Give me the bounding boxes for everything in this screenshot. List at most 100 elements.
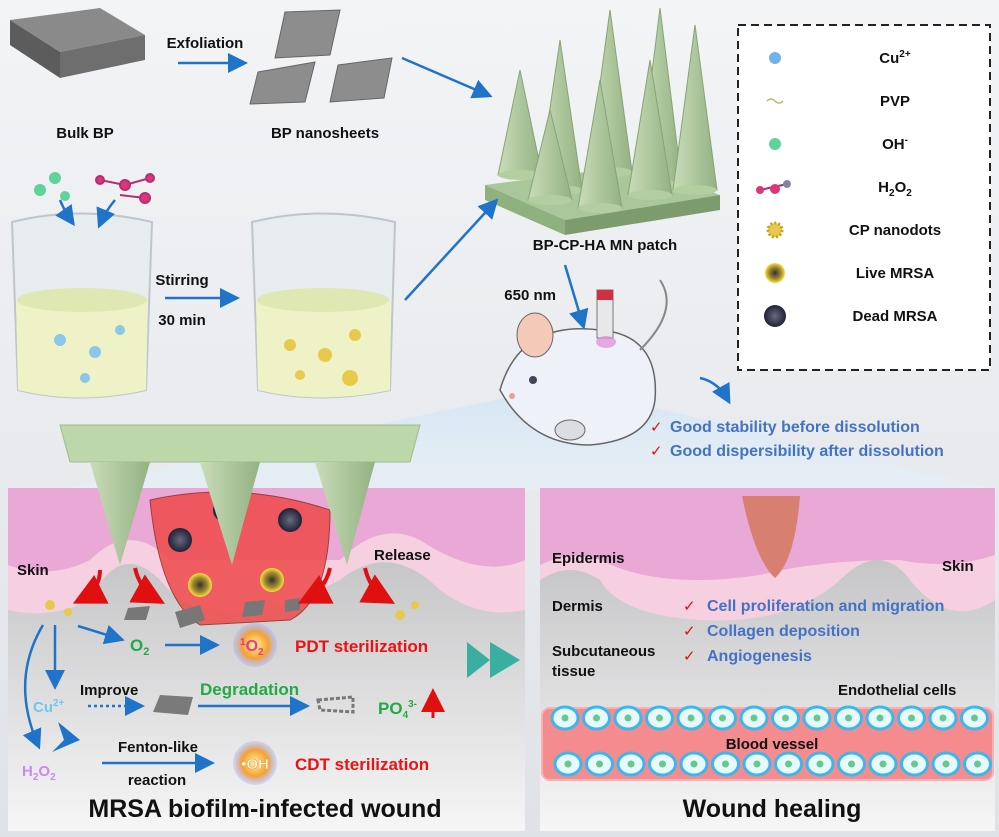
legend-item: Cu2+ xyxy=(769,49,911,67)
healing-effect-item: ✓ Collagen deposition xyxy=(683,623,860,640)
arrow-into-beaker-1 xyxy=(55,199,75,227)
right-panel-title: Wound healing xyxy=(683,795,862,823)
microneedle-cone xyxy=(672,24,718,195)
arrow-to-mouse xyxy=(563,264,589,330)
left-panel-title: MRSA biofilm-infected wound xyxy=(88,795,441,823)
cu-label: Cu2+ xyxy=(33,698,65,716)
endothelial-cell xyxy=(676,705,706,731)
endothelial-cell xyxy=(613,705,643,731)
laser-fiber xyxy=(596,289,616,348)
bp-nanosheets xyxy=(249,9,393,105)
endothelial-cell xyxy=(771,705,800,731)
healing-effect-text: Collagen deposition xyxy=(707,623,860,640)
singlet-oxygen-burst xyxy=(233,623,277,667)
bulk-bp-label: Bulk BP xyxy=(56,125,114,142)
reagent-spheres xyxy=(34,172,70,201)
endothelial-cell xyxy=(960,705,989,731)
endothelial-cell xyxy=(582,705,611,731)
patch-label: BP-CP-HA MN patch xyxy=(533,237,677,254)
arrow-into-beaker-2 xyxy=(96,199,116,229)
stirring-time: 30 min xyxy=(158,312,206,329)
benefit-text: Good stability before dissolution xyxy=(670,419,920,436)
microneedle-cone xyxy=(577,79,623,213)
green-sphere-icon xyxy=(769,138,781,150)
endothelial-cell xyxy=(802,705,832,731)
live-bacteria-icon xyxy=(765,263,785,283)
endothelial-cell xyxy=(834,705,863,731)
o2-label: O2 xyxy=(130,636,149,658)
endothelial-cell xyxy=(739,705,769,731)
mn-base-plate xyxy=(59,424,421,463)
legend-label: Live MRSA xyxy=(856,265,935,282)
legend-label: PVP xyxy=(880,93,910,110)
legend-label: Cu2+ xyxy=(879,49,911,67)
singlet-oxygen-label: 1O2 xyxy=(240,637,264,658)
check-icon: ✓ xyxy=(650,419,663,436)
endothelial-cell xyxy=(931,751,961,777)
endothelial-cell xyxy=(897,705,926,731)
check-icon: ✓ xyxy=(683,598,696,615)
benefit-item: ✓ Good stability before dissolution xyxy=(650,419,920,436)
catalysis-arrowhead-icon xyxy=(52,722,80,752)
hydroxyl-radical-burst xyxy=(233,741,277,785)
endothelial-cell xyxy=(742,751,772,777)
dermis-label: Dermis xyxy=(552,598,603,615)
pdt-label: PDT sterilization xyxy=(295,637,428,656)
stirring-label: Stirring xyxy=(155,272,208,289)
benefit-item: ✓Good dispersibility after dissolution xyxy=(650,443,944,460)
mn-patch xyxy=(485,7,720,235)
check-icon: ✓ xyxy=(650,443,663,460)
wavelength-label: 650 nm xyxy=(504,287,556,304)
healing-effect-item: ✓Cell proliferation and migration xyxy=(683,598,944,615)
microneedle-cone xyxy=(527,109,573,205)
endothelial-cell xyxy=(963,751,992,777)
fenton-label-1: Fenton-like xyxy=(118,739,198,756)
blue-sphere-icon xyxy=(769,52,781,64)
fenton-label-2: reaction xyxy=(128,772,186,789)
endothelial-cell xyxy=(585,751,614,777)
subcutaneous-label-2: tissue xyxy=(552,663,595,680)
h2o2-label: H2O2 xyxy=(22,763,56,783)
endothelial-cell xyxy=(550,705,580,731)
right-panel xyxy=(540,488,995,831)
mouse-illustration xyxy=(499,279,668,446)
endothelial-cell xyxy=(837,751,866,777)
legend-item: CP nanodots xyxy=(766,221,941,239)
endothelial-cell xyxy=(708,705,737,731)
release-label: Release xyxy=(374,547,431,564)
h2o2-molecules xyxy=(95,173,155,204)
legend-label: OH- xyxy=(882,135,908,153)
nanosheet-icon xyxy=(153,695,193,715)
legend-label: CP nanodots xyxy=(849,222,941,239)
check-icon: ✓ xyxy=(683,623,696,640)
endothelial-cell xyxy=(553,751,583,777)
molecule-icon xyxy=(756,180,791,194)
endothelial-cell xyxy=(928,705,958,731)
arrow-to-patch-2 xyxy=(404,198,499,301)
legend-item: H2O2 xyxy=(756,179,912,199)
degraded-nanosheet-icon xyxy=(316,695,355,714)
endothelial-cell xyxy=(679,751,709,777)
fast-forward-icon xyxy=(467,642,520,678)
bulk-bp-slab xyxy=(10,8,145,78)
healing-effect-item: ✓Angiogenesis xyxy=(683,648,812,665)
healing-effect-text: Angiogenesis xyxy=(707,648,812,665)
subcutaneous-label-1: Subcutaneous xyxy=(552,643,655,660)
bp-nanosheets-label: BP nanosheets xyxy=(271,125,379,142)
left-panel xyxy=(8,462,525,831)
microneedle-cone xyxy=(497,69,543,180)
beaker-right xyxy=(250,212,397,399)
endothelial-cell xyxy=(805,751,835,777)
arrow-to-patch-1 xyxy=(401,56,493,99)
exfoliation-label: Exfoliation xyxy=(167,35,244,52)
endothelial-cell xyxy=(868,751,898,777)
skin-label: Skin xyxy=(17,562,49,579)
cdt-label: CDT sterilization xyxy=(295,755,429,774)
legend-item: Dead MRSA xyxy=(764,305,938,327)
epidermis-label: Epidermis xyxy=(552,550,625,567)
legend-label: H2O2 xyxy=(878,179,912,199)
polymer-chain-icon xyxy=(766,98,784,104)
legend-label: Dead MRSA xyxy=(852,308,937,325)
nanodot-icon xyxy=(766,221,784,239)
